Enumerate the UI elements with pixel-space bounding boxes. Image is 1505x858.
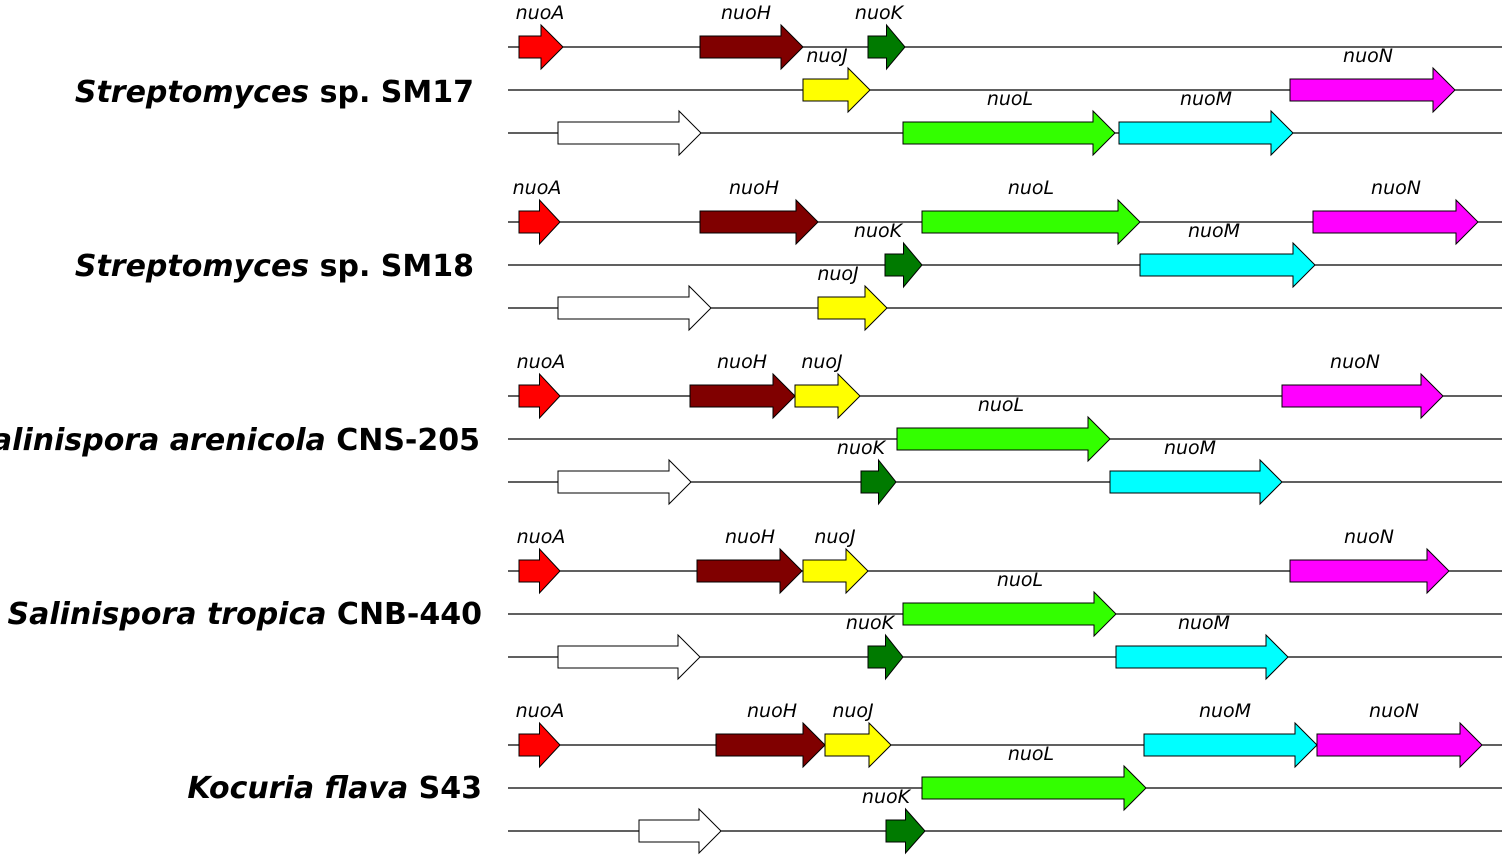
gene-arrow-nuoA bbox=[518, 721, 561, 769]
gene-arrow-nuoM bbox=[1109, 458, 1283, 506]
gene-label-nuoL: nuoL bbox=[1008, 743, 1054, 765]
gene-arrow-unlabeled bbox=[557, 109, 702, 157]
gene-arrow-nuoL bbox=[902, 109, 1116, 157]
organism-label-0: Streptomyces sp. SM17 bbox=[75, 75, 474, 110]
gene-arrow-nuoA bbox=[518, 198, 561, 246]
gene-label-nuoK: nuoK bbox=[862, 786, 912, 808]
gene-arrow-nuoK bbox=[860, 458, 897, 506]
gene-label-nuoA: nuoA bbox=[517, 351, 566, 373]
gene-arrow-nuoH bbox=[696, 547, 803, 595]
gene-label-nuoM: nuoM bbox=[1164, 437, 1216, 459]
gene-arrow-nuoN bbox=[1281, 372, 1444, 420]
gene-arrow-nuoM bbox=[1139, 241, 1316, 289]
gene-arrow-unlabeled bbox=[557, 633, 701, 681]
gene-arrow-nuoL bbox=[902, 590, 1117, 638]
gene-label-nuoA: nuoA bbox=[516, 2, 565, 24]
gene-label-nuoM: nuoM bbox=[1188, 220, 1240, 242]
gene-label-nuoL: nuoL bbox=[987, 88, 1033, 110]
gene-arrow-nuoH bbox=[699, 23, 804, 71]
gene-arrow-nuoK bbox=[867, 633, 904, 681]
gene-label-nuoN: nuoN bbox=[1344, 526, 1394, 548]
gene-label-nuoN: nuoN bbox=[1369, 700, 1419, 722]
gene-arrow-unlabeled bbox=[557, 458, 692, 506]
gene-label-nuoM: nuoM bbox=[1199, 700, 1251, 722]
gene-arrow-unlabeled bbox=[638, 807, 722, 855]
gene-label-nuoJ: nuoJ bbox=[806, 45, 848, 67]
gene-label-nuoJ: nuoJ bbox=[801, 351, 843, 373]
gene-label-nuoM: nuoM bbox=[1180, 88, 1232, 110]
gene-arrow-nuoJ bbox=[817, 284, 888, 332]
organism-label-3: Salinispora tropica CNB-440 bbox=[7, 597, 482, 632]
gene-label-nuoK: nuoK bbox=[837, 437, 887, 459]
gene-arrow-nuoM bbox=[1143, 721, 1318, 769]
organism-label-4: Kocuria flava S43 bbox=[187, 771, 482, 806]
gene-label-nuoK: nuoK bbox=[855, 2, 905, 24]
gene-arrow-nuoM bbox=[1118, 109, 1294, 157]
gene-arrow-nuoJ bbox=[802, 66, 871, 114]
gene-label-nuoJ: nuoJ bbox=[832, 700, 874, 722]
gene-label-nuoL: nuoL bbox=[1008, 177, 1054, 199]
gene-arrow-nuoL bbox=[921, 764, 1147, 812]
gene-label-nuoL: nuoL bbox=[978, 394, 1024, 416]
gene-arrow-nuoA bbox=[518, 547, 561, 595]
gene-arrow-nuoM bbox=[1115, 633, 1289, 681]
gene-label-nuoN: nuoN bbox=[1343, 45, 1393, 67]
gene-arrow-nuoJ bbox=[802, 547, 869, 595]
gene-label-nuoN: nuoN bbox=[1330, 351, 1380, 373]
genes-layer: nuoA nuoH nuoK nuoJ nuoN nuoL nuoM nuoA nuoH nuoL… bbox=[513, 2, 1483, 855]
gene-arrow-nuoK bbox=[867, 23, 906, 71]
gene-label-nuoK: nuoK bbox=[846, 612, 896, 634]
gene-arrow-nuoH bbox=[699, 198, 819, 246]
gene-label-nuoH: nuoH bbox=[729, 177, 779, 199]
gene-arrow-nuoA bbox=[518, 372, 561, 420]
gene-arrow-nuoN bbox=[1289, 547, 1450, 595]
gene-label-nuoJ: nuoJ bbox=[817, 263, 859, 285]
gene-label-nuoA: nuoA bbox=[513, 177, 562, 199]
organism-label-1: Streptomyces sp. SM18 bbox=[75, 249, 474, 284]
gene-arrow-nuoH bbox=[715, 721, 826, 769]
gene-label-nuoM: nuoM bbox=[1178, 612, 1230, 634]
gene-arrow-nuoK bbox=[885, 807, 926, 855]
gene-label-nuoN: nuoN bbox=[1371, 177, 1421, 199]
gene-arrow-nuoH bbox=[689, 372, 796, 420]
gene-arrow-nuoN bbox=[1289, 66, 1456, 114]
gene-arrow-nuoK bbox=[884, 241, 923, 289]
organism-labels: Streptomyces sp. SM17 Streptomyces sp. S… bbox=[0, 75, 482, 806]
organism-label-2: Salinispora arenicola CNS-205 bbox=[0, 423, 480, 458]
gene-arrow-nuoA bbox=[518, 23, 564, 71]
gene-arrow-unlabeled bbox=[557, 284, 712, 332]
gene-label-nuoJ: nuoJ bbox=[814, 526, 856, 548]
gene-label-nuoK: nuoK bbox=[854, 220, 904, 242]
gene-label-nuoL: nuoL bbox=[997, 569, 1043, 591]
gene-label-nuoA: nuoA bbox=[517, 526, 566, 548]
gene-arrow-nuoN bbox=[1312, 198, 1479, 246]
gene-arrow-nuoN bbox=[1316, 721, 1483, 769]
gene-label-nuoH: nuoH bbox=[725, 526, 775, 548]
gene-arrow-nuoL bbox=[896, 415, 1111, 463]
gene-label-nuoH: nuoH bbox=[747, 700, 797, 722]
gene-label-nuoH: nuoH bbox=[717, 351, 767, 373]
gene-arrow-nuoL bbox=[921, 198, 1141, 246]
gene-label-nuoH: nuoH bbox=[721, 2, 771, 24]
gene-arrow-nuoJ bbox=[824, 721, 892, 769]
gene-arrow-nuoJ bbox=[794, 372, 861, 420]
gene-label-nuoA: nuoA bbox=[516, 700, 565, 722]
